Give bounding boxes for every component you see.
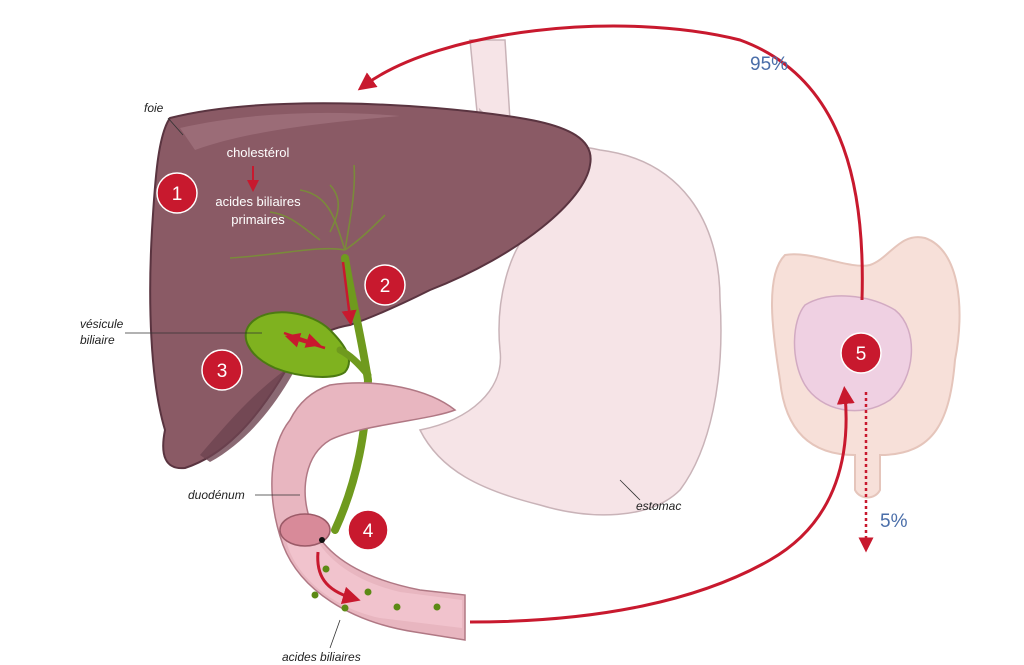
leader-lines — [125, 117, 641, 649]
label-vesicule-line2: biliaire — [80, 333, 115, 347]
cystic-duct — [336, 346, 372, 379]
step-marker-3: 3 — [201, 349, 243, 391]
step-marker-4: 4 — [347, 509, 389, 551]
esophagus — [469, 39, 511, 123]
label-acides-biliaires: acides biliaires — [282, 650, 361, 664]
label-cholesterol: cholestérol — [227, 145, 290, 160]
label-estomac: estomac — [636, 499, 681, 513]
intrahepatic-ducts — [229, 164, 386, 259]
label-5-percent: 5% — [880, 511, 908, 532]
stomach — [418, 107, 722, 516]
svg-text:4: 4 — [363, 521, 374, 542]
bile-acid-particles — [311, 565, 441, 612]
svg-text:1: 1 — [172, 184, 183, 205]
step-marker-1: 1 — [156, 172, 198, 214]
label-primary-line1: acides biliaires — [215, 194, 301, 209]
portal-return-arrow — [357, 24, 864, 301]
absorption-arrow — [469, 386, 855, 624]
label-foie: foie — [144, 101, 164, 115]
step-marker-2: 2 — [364, 264, 406, 306]
common-bile-duct — [331, 254, 373, 534]
duct-flow-arrow — [341, 261, 357, 326]
svg-text:5: 5 — [856, 344, 867, 365]
liver-highlight — [180, 112, 400, 150]
svg-text:3: 3 — [217, 361, 228, 382]
label-95-percent: 95% — [750, 54, 788, 75]
gut-flow-arrow — [316, 551, 361, 605]
gallbladder-out-arrow — [284, 332, 326, 350]
liver-lower-fold — [200, 360, 300, 462]
label-vesicule-line1: vésicule — [80, 317, 124, 331]
label-duodenum: duodénum — [188, 488, 245, 502]
ampulla-dot — [319, 537, 325, 543]
step-marker-5: 5 — [840, 332, 882, 374]
label-primary-line2: primaires — [231, 212, 285, 227]
duodenum-inner — [284, 520, 462, 628]
duodenum-opening — [279, 513, 331, 547]
svg-text:2: 2 — [380, 276, 391, 297]
